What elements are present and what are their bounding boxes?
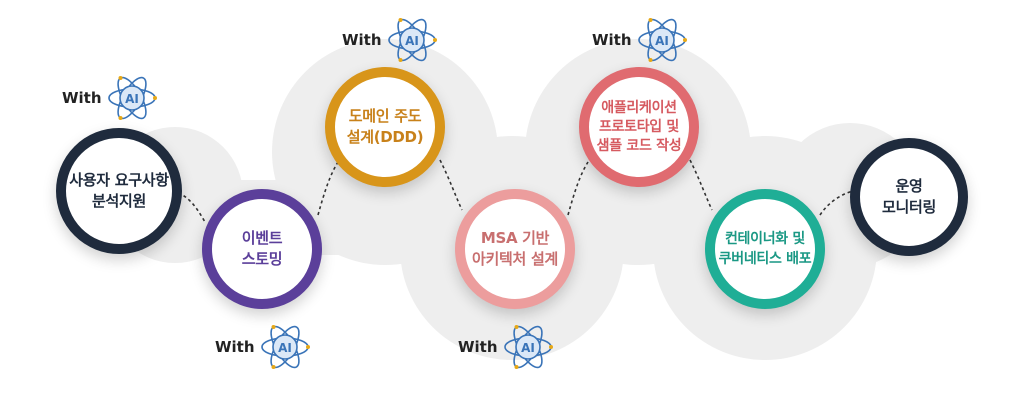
ai-text: AI (125, 92, 139, 106)
step-domain-driven-design: 도메인 주도 설계(DDD) (325, 67, 445, 187)
with-ai-badge: With AI (215, 321, 311, 373)
step-label: 애플리케이션 프로토타입 및 샘플 코드 작성 (596, 99, 682, 154)
with-label: With (592, 31, 632, 49)
step-requirements-analysis: 사용자 요구사항 분석지원 (56, 128, 182, 254)
ai-text: AI (655, 34, 669, 48)
step-operations-monitoring: 운영 모니터링 (850, 138, 968, 256)
ai-atom-icon: AI (387, 18, 437, 62)
with-ai-badge: With AI (592, 14, 688, 66)
step-kubernetes-deployment: 컨테이너화 및 쿠버네티스 배포 (705, 189, 825, 309)
step-event-storming: 이벤트 스토밍 (202, 189, 322, 309)
step-msa-architecture: MSA 기반 아키텍처 설계 (455, 189, 575, 309)
step-label: 이벤트 스토밍 (241, 229, 283, 268)
step-label: 사용자 요구사항 분석지원 (69, 171, 169, 210)
with-ai-badge: With AI (342, 14, 438, 66)
ai-text: AI (405, 34, 419, 48)
with-ai-badge: With AI (458, 321, 554, 373)
with-label: With (458, 338, 498, 356)
step-label: 운영 모니터링 (881, 177, 936, 216)
ai-text: AI (278, 341, 292, 355)
step-application-prototype: 애플리케이션 프로토타입 및 샘플 코드 작성 (579, 67, 699, 187)
with-label: With (342, 31, 382, 49)
ai-atom-icon: AI (637, 18, 687, 62)
ai-atom-icon: AI (503, 325, 553, 369)
with-label: With (215, 338, 255, 356)
ai-atom-icon: AI (107, 76, 157, 120)
ai-atom-icon: AI (260, 325, 310, 369)
step-label: 도메인 주도 설계(DDD) (346, 107, 424, 146)
step-label: MSA 기반 아키텍처 설계 (472, 229, 558, 268)
with-label: With (62, 89, 102, 107)
step-label: 컨테이너화 및 쿠버네티스 배포 (718, 231, 812, 267)
with-ai-badge: With AI (62, 72, 158, 124)
ai-text: AI (521, 341, 535, 355)
